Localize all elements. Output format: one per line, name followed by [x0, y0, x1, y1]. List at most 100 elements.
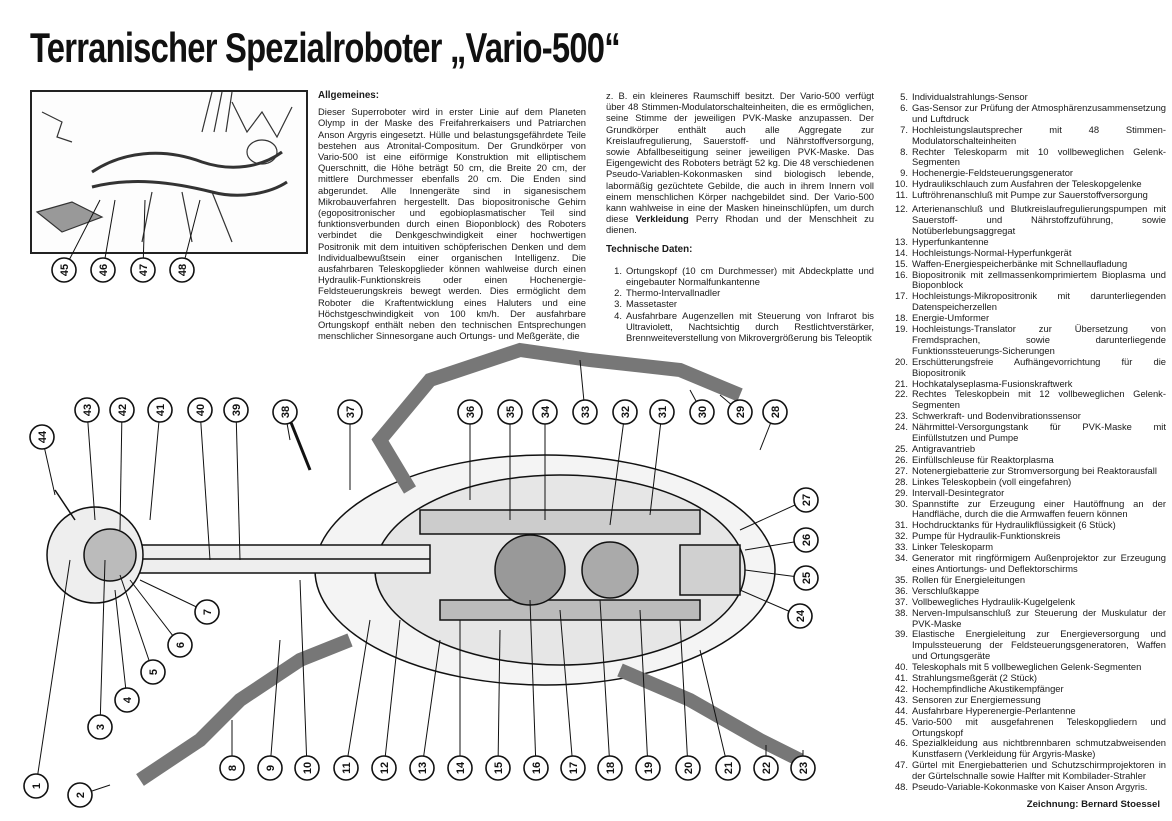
tech-list-item: 25.Antigravantrieb: [892, 443, 1166, 455]
item-number: 6.: [900, 101, 908, 113]
callout-leader-line: [559, 609, 574, 769]
item-text: Gürtel mit Energiebatterien und Schutzsc…: [912, 759, 1166, 782]
callout-number: 5: [148, 669, 160, 675]
callout-number: 30: [697, 406, 709, 418]
drawing-credit: Zeichnung: Bernard Stoessel: [1026, 799, 1160, 810]
tech-list-item: 28.Linkes Teleskopbein (voll eingefahren…: [892, 476, 1166, 488]
callout-number: 7: [202, 609, 214, 615]
callout-circle: [272, 399, 298, 425]
callout-23: 23: [790, 750, 816, 781]
item-text: Intervall-Desintegrator: [912, 486, 1005, 498]
item-number: 23.: [894, 410, 908, 422]
callout-circle: [485, 755, 511, 781]
callout-number: 22: [761, 762, 773, 774]
item-number: 35.: [894, 573, 908, 585]
callout-number: 1: [31, 783, 43, 789]
callout-11: 11: [333, 619, 371, 781]
callout-38: 38: [272, 399, 298, 441]
callout-37: 37: [337, 399, 363, 490]
item-text: Schwerkraft- und Bodenvibrationssensor: [912, 410, 1081, 422]
callout-28: 28: [759, 399, 788, 451]
callout-leader-line: [199, 409, 211, 561]
callout-circle: [371, 755, 397, 781]
callout-number: 37: [345, 406, 357, 418]
tech-list-item: 29. Intervall-Desintegrator: [892, 486, 1166, 499]
callout-18: 18: [597, 599, 623, 781]
callout-number: 20: [683, 762, 695, 774]
right-telescopic-arm: [136, 633, 353, 786]
tech-list-item: 10.Hydraulikschlauch zum Ausfahren der T…: [892, 178, 1166, 190]
tech-list-item: 16.Biopositronik mit zellmassenkomprimie…: [892, 268, 1166, 292]
callout-number: 4: [122, 696, 134, 703]
item-text: Hochleistungslautsprecher mit 48 Stimmen…: [912, 123, 1166, 146]
callout-leader-line: [284, 411, 291, 441]
item-text: Ausfahrbare Augenzellen mit Steuerung vo…: [626, 309, 874, 344]
callout-circle: [67, 782, 93, 808]
tech-list-item: 14.Hochleistungs-Normal-Hyperfunkgerät: [892, 247, 1166, 259]
callout-circle: [409, 755, 435, 781]
callout-40: 40: [187, 397, 213, 561]
callout-circle: [257, 755, 283, 781]
callout-circle: [194, 599, 220, 625]
telescopic-neck: [129, 544, 431, 574]
general-text-column-2: z. B. ein kleineres Raumschiff besitzt. …: [606, 90, 874, 343]
callout-2: 2: [67, 782, 111, 808]
callout-leader-line: [699, 649, 729, 769]
item-text: Elastische Energieleitung zur Energiever…: [912, 628, 1166, 662]
callout-leader-line: [609, 411, 626, 526]
item-text: Rollen für Energieleitungen: [912, 573, 1026, 585]
callout-number: 28: [770, 406, 782, 418]
item-text: Antigravantrieb: [912, 443, 976, 454]
callout-number: 23: [798, 762, 810, 774]
callout-leader-line: [599, 599, 611, 769]
callout-leader-line: [86, 409, 96, 521]
callout-circle: [675, 755, 701, 781]
callout-leader-line: [759, 411, 776, 451]
tech-list-item: 48.Pseudo-Variable-Kokonmaske von Kaiser…: [892, 781, 1166, 793]
callout-circle: [294, 755, 320, 781]
right-telescopic-leg: [617, 663, 804, 767]
item-number: 29.: [894, 486, 908, 498]
callout-number: 48: [177, 264, 189, 276]
item-number: 16.: [894, 268, 908, 280]
item-number: 26.: [894, 453, 908, 465]
item-text: Spezialkleidung aus nichtbrennbaren schm…: [912, 737, 1166, 760]
callout-leader-line: [719, 394, 741, 413]
item-text: Individualstrahlungs-Sensor: [912, 91, 1028, 102]
item-text: Thermo-Intervallnadler: [626, 287, 721, 299]
callout-number: 42: [117, 404, 129, 416]
item-number: 48.: [894, 781, 908, 793]
tech-list-item: 27.Notenergiebatterie zur Stromversorgun…: [892, 465, 1166, 477]
item-text: Rechtes Teleskopbein mit 12 vollbeweglic…: [912, 388, 1166, 411]
item-number: 45.: [894, 715, 908, 727]
tech-list-item: 44.Ausfahrbare Hyperenergie-Perlantenne: [892, 705, 1166, 717]
callout-number: 19: [643, 762, 655, 774]
callout-41: 41: [147, 397, 173, 521]
general-paragraph-2-end: Perry Rhodan und der Menschheit zu diene…: [606, 213, 875, 236]
callout-leader-line: [739, 589, 801, 617]
item-text: Strahlungsmeßgerät (2 Stück): [912, 672, 1038, 684]
item-number: 2.: [614, 287, 622, 299]
tech-list-item: 30.Spannstifte zur Erzeugung einer Hautö…: [892, 498, 1166, 521]
tech-list-item: 1.Ortungskopf (10 cm Durchmesser) mit Ab…: [606, 265, 874, 287]
callout-9: 9: [257, 639, 283, 781]
tech-list-item: 20.Erschütterungsfreie Aufhängevorrichtu…: [892, 356, 1166, 379]
item-text: Hyperfunkantenne: [912, 235, 989, 247]
callout-number: 36: [465, 406, 477, 418]
general-heading: Allgemeines:: [318, 90, 379, 101]
item-text: Teleskophals mit 5 vollbeweglichen Gelen…: [912, 661, 1142, 673]
callout-31: 31: [649, 399, 675, 516]
callout-circle: [649, 399, 675, 425]
callout-6: 6: [129, 579, 193, 658]
item-text: Einfüllschleuse für Reaktorplasma: [912, 453, 1054, 465]
item-number: 12.: [894, 203, 908, 215]
callout-43: 43: [74, 397, 100, 521]
callout-number: 29: [735, 406, 747, 418]
item-text: Rechter Teleskoparm mit 10 vollbeweglich…: [912, 145, 1166, 168]
callout-19: 19: [635, 609, 661, 781]
callout-circle: [635, 755, 661, 781]
callout-number: 17: [568, 762, 580, 774]
callout-number: 2: [75, 792, 87, 798]
callout-20: 20: [675, 619, 701, 781]
item-number: 4.: [614, 309, 622, 321]
